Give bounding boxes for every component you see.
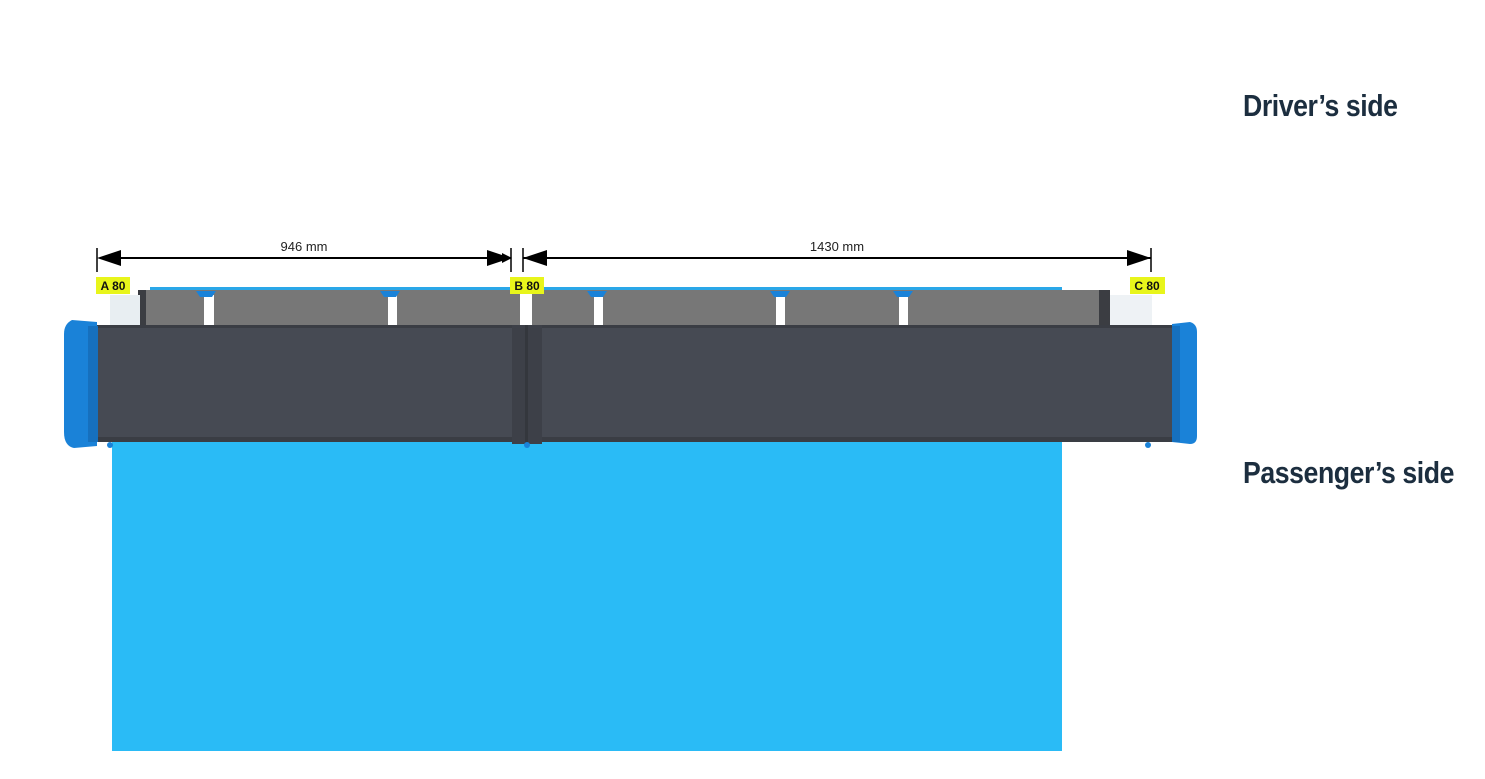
cassette-bottom-edge	[97, 437, 1173, 442]
right-bracket	[1110, 295, 1152, 325]
rail-post	[204, 295, 214, 325]
dimension-arrow-a	[97, 250, 121, 266]
support-foot	[524, 442, 530, 448]
rail-clip	[587, 291, 607, 297]
rail-end-block-right	[1099, 290, 1110, 325]
drivers-side-label: Driver’s side	[1243, 88, 1398, 123]
left-end-cap-inner	[88, 326, 98, 442]
svg-text:B 80: B 80	[514, 279, 540, 293]
top-rail-blue-edge	[150, 287, 1062, 292]
rail-clip	[196, 291, 216, 297]
right-end-cap-inner	[1172, 326, 1180, 442]
dimension-lines	[96, 248, 1152, 272]
dimension-label-bc: 1430 mm	[810, 239, 864, 254]
support-tag-c: C 80	[1130, 277, 1165, 294]
top-rail	[138, 290, 1110, 325]
dimension-arrow-b-left	[487, 250, 511, 266]
support-tag-a: A 80	[96, 277, 130, 294]
rail-posts	[196, 291, 913, 325]
rail-post	[899, 295, 908, 325]
rail-clip	[893, 291, 913, 297]
left-bracket	[110, 295, 140, 325]
dimension-label-ab: 946 mm	[281, 239, 328, 254]
passengers-side-label: Passenger’s side	[1243, 455, 1454, 490]
awning-fabric	[112, 440, 1062, 751]
support-foot	[1145, 442, 1151, 448]
rail-clip	[380, 291, 400, 297]
rail-post	[520, 293, 532, 325]
cassette-body	[97, 325, 1173, 442]
cassette-joint-line	[525, 325, 528, 444]
rail-post	[388, 295, 397, 325]
cassette-top-edge	[97, 325, 1173, 328]
support-tag-b: B 80	[510, 277, 544, 294]
dimension-arrow-c	[1127, 250, 1151, 266]
dimension-arrow-b-right	[523, 250, 547, 266]
svg-text:C 80: C 80	[1134, 279, 1160, 293]
rail-post	[776, 295, 785, 325]
rail-clip	[770, 291, 790, 297]
rail-end-block-left	[138, 290, 146, 325]
svg-text:A 80: A 80	[101, 279, 126, 293]
support-foot	[107, 442, 113, 448]
rail-post	[594, 295, 603, 325]
